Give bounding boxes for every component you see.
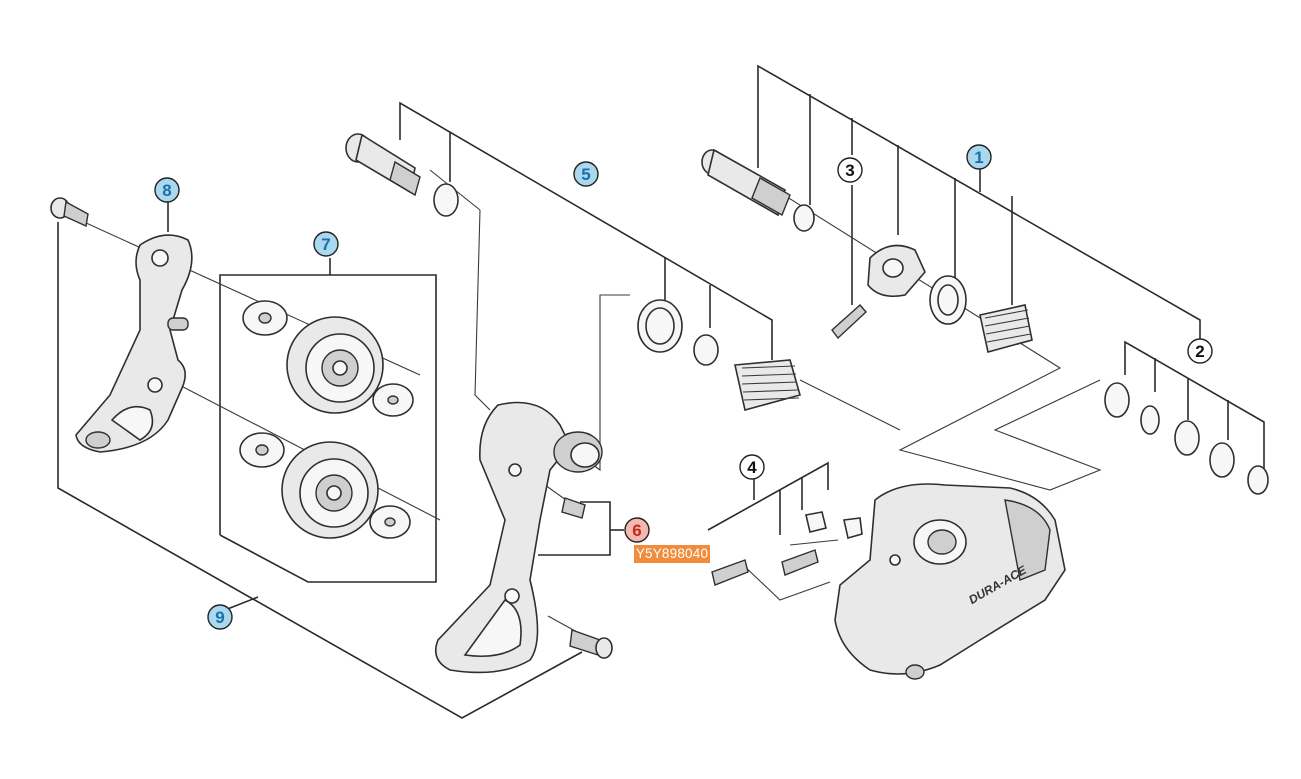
callout-2[interactable]: 2 (1187, 338, 1213, 364)
plate-bolt-top-part (50, 197, 89, 228)
cage-bolts-part (561, 497, 613, 659)
b-axle-part (345, 133, 421, 197)
callout-6[interactable]: 6 (624, 517, 650, 543)
outer-plate-part (75, 234, 193, 453)
callout-8[interactable]: 8 (154, 177, 180, 203)
callout-5-label: 5 (581, 165, 590, 184)
callout-2-label: 2 (1195, 342, 1204, 361)
callout-6-label: 6 (632, 521, 641, 540)
callout-5[interactable]: 5 (573, 161, 599, 187)
callout-4-label: 4 (747, 458, 757, 477)
callout-3[interactable]: 3 (837, 157, 863, 183)
callout-8-label: 8 (162, 181, 171, 200)
tension-washers-part (637, 299, 719, 366)
tension-spring-part (734, 359, 801, 411)
stopper-plate-part (867, 244, 926, 298)
axle-body-part (701, 148, 791, 217)
part-code-label[interactable]: Y5Y898040 (634, 545, 710, 563)
axle-washer-part (433, 183, 459, 217)
limit-screws-part (711, 511, 863, 586)
callout-3-label: 3 (845, 161, 854, 180)
pulley-wheels-part (239, 300, 414, 539)
callout-4[interactable]: 4 (739, 454, 765, 480)
adjust-screw-part (831, 304, 867, 340)
callout-9-label: 9 (215, 608, 224, 627)
inner-cage-plate-part (434, 401, 603, 674)
callout-7-label: 7 (321, 235, 330, 254)
callout-1[interactable]: 1 (966, 144, 992, 170)
axle-o-ring-part (793, 204, 815, 232)
leader-lines (57, 64, 1265, 719)
callout-1-label: 1 (974, 148, 983, 167)
callout-7[interactable]: 7 (313, 231, 339, 257)
body-washer-part (929, 275, 967, 325)
return-spring-part (979, 304, 1033, 353)
callout-9[interactable]: 9 (207, 604, 233, 630)
derailleur-body-part: DURA-ACE (834, 483, 1066, 680)
pivot-washers-part (1104, 382, 1269, 495)
